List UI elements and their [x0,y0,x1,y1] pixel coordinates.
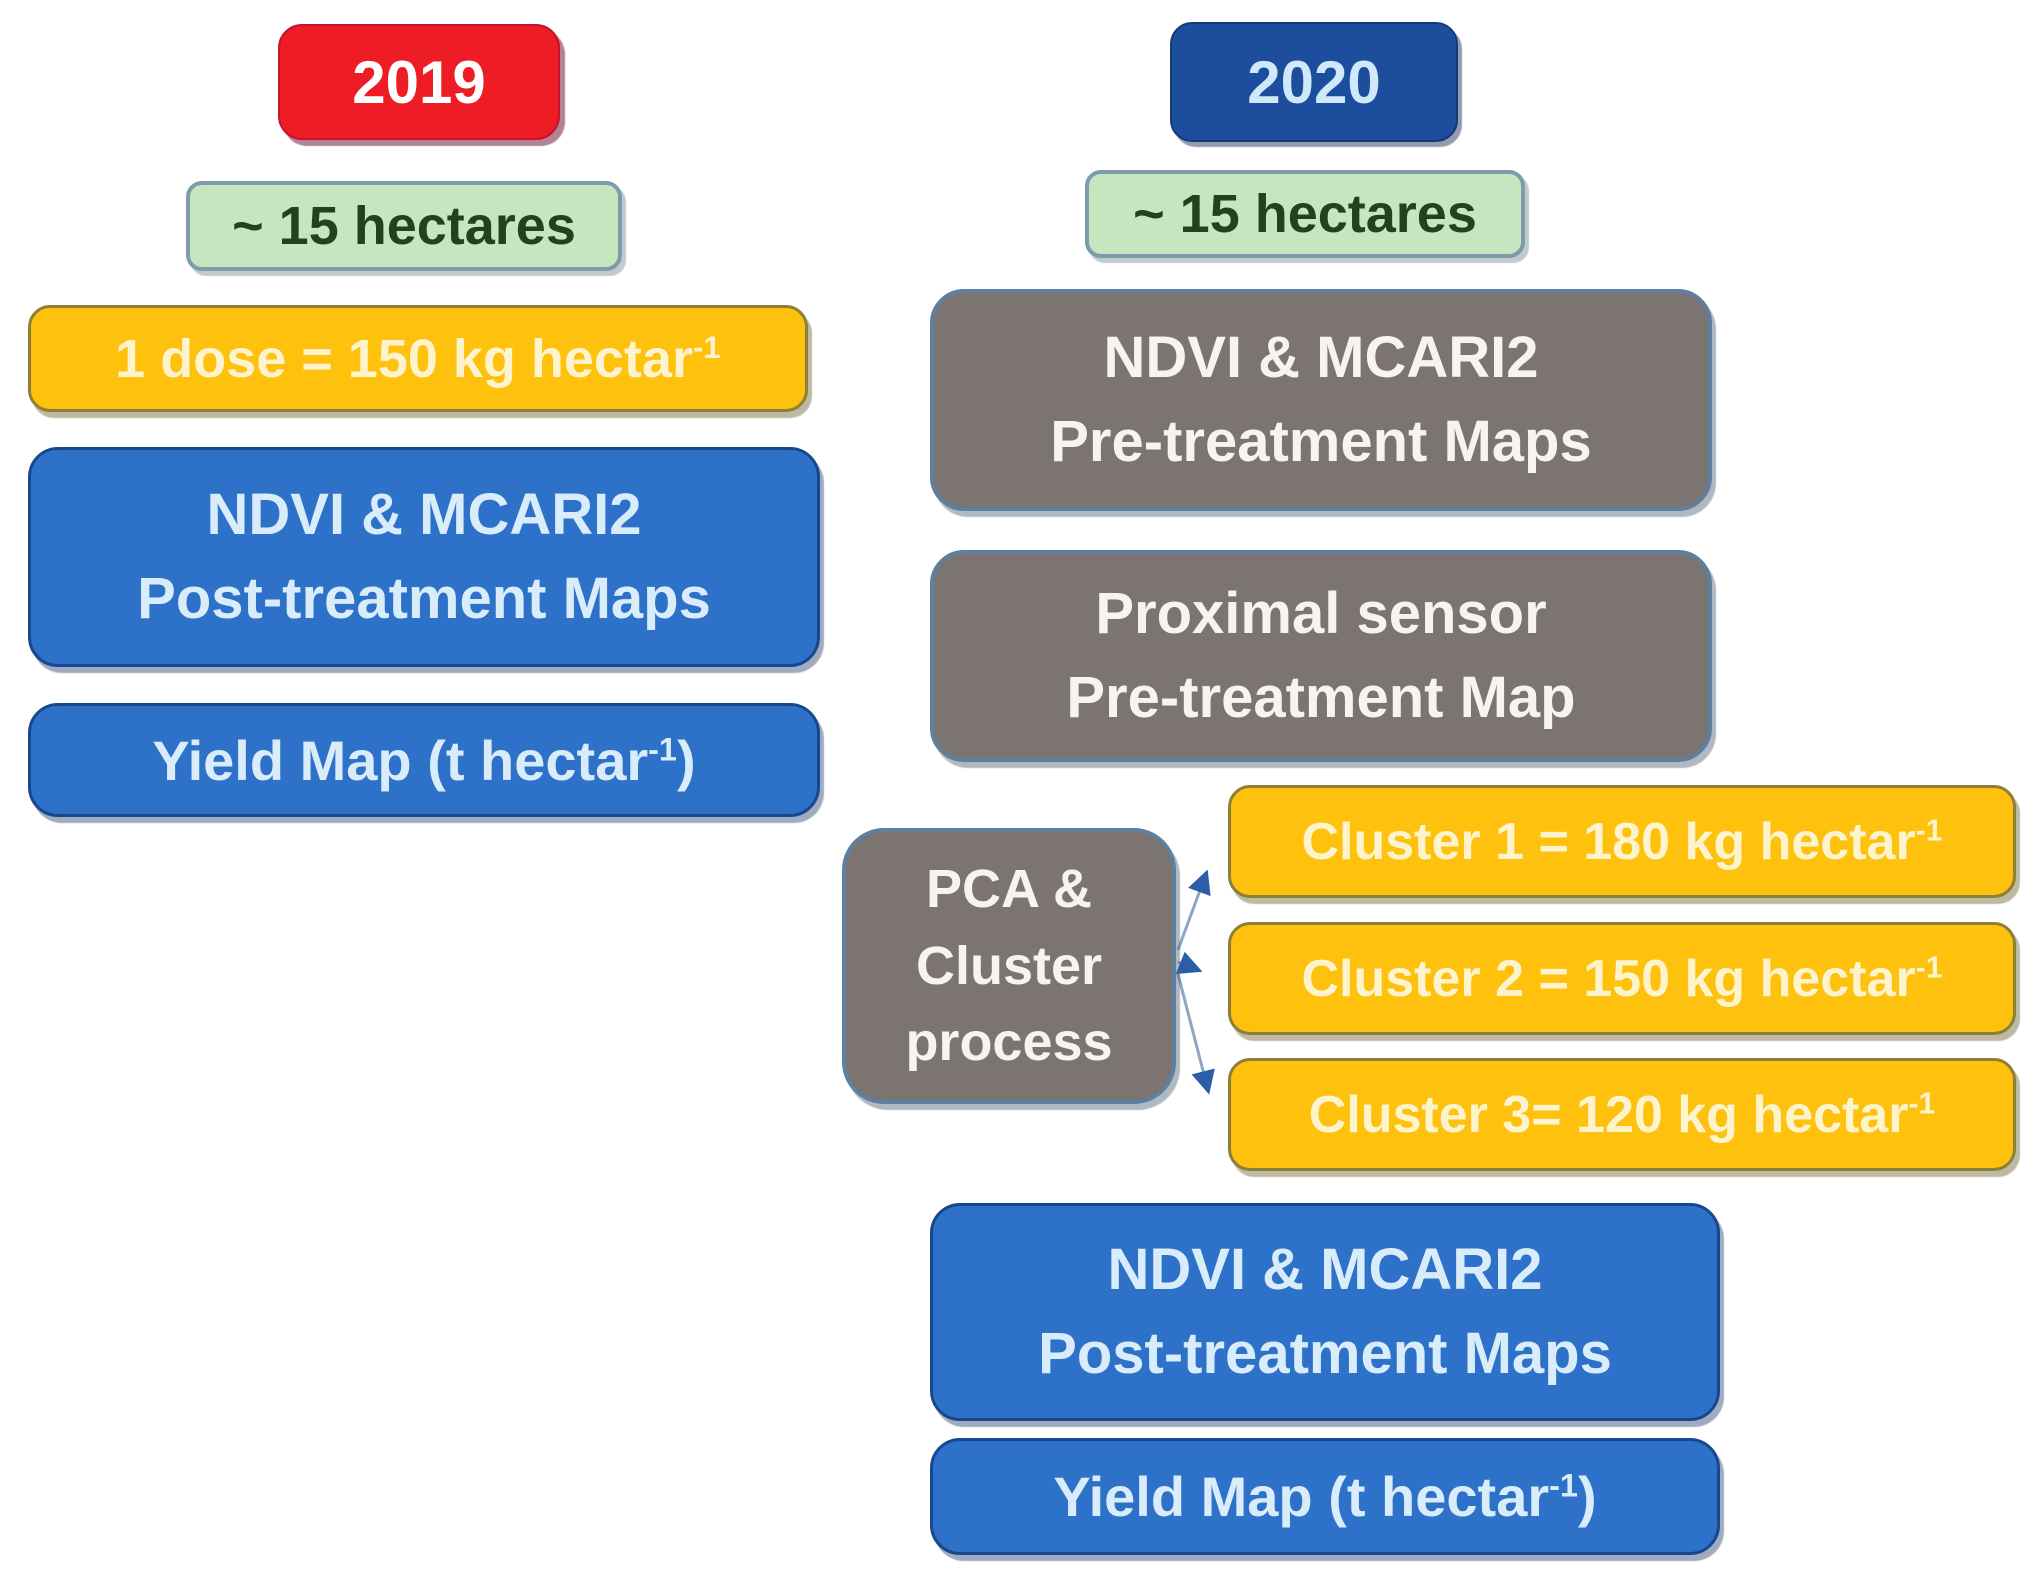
ndvi-post-2019-box: NDVI & MCARI2 Post-treatment Maps [28,447,820,667]
area-2019-label: ~ 15 hectares [232,196,576,256]
ndvi-post-2019-line2: Post-treatment Maps [137,566,711,631]
yield-map-2019-box: Yield Map (t hectar-1) [28,703,820,817]
yield-map-2020-box: Yield Map (t hectar-1) [930,1438,1720,1555]
dose-2019-text: 1 dose = 150 kg hectar [115,328,693,389]
ndvi-post-2019-line1: NDVI & MCARI2 [206,481,642,547]
yield-map-2020-text: Yield Map (t hectar [1053,1465,1550,1528]
year-2019-label: 2019 [352,48,486,116]
yield-map-2020-superscript: -1 [1549,1467,1578,1504]
pca-line1: PCA & [925,858,1092,919]
year-2020-box: 2020 [1170,22,1458,142]
area-2020-box: ~ 15 hectares [1085,170,1525,258]
cluster-3-box: Cluster 3= 120 kg hectar-1 [1228,1058,2016,1171]
proximal-sensor-box: Proximal sensor Pre-treatment Map [930,550,1712,762]
proximal-sensor-line2: Pre-treatment Map [1066,665,1576,730]
cluster-3-text: Cluster 3= 120 kg hectar [1308,1085,1909,1144]
yield-map-2019-superscript: -1 [648,730,677,767]
cluster-2-label: Cluster 2 = 150 kg hectar-1 [1301,949,1942,1009]
cluster-1-superscript: -1 [1915,814,1943,848]
area-2020-label: ~ 15 hectares [1133,184,1477,244]
ndvi-post-2020-line1: NDVI & MCARI2 [1107,1236,1543,1302]
yield-map-2019-label: Yield Map (t hectar-1) [152,728,695,793]
dose-2019-box: 1 dose = 150 kg hectar-1 [28,305,808,412]
cluster-2-text: Cluster 2 = 150 kg hectar [1301,949,1916,1008]
pca-cluster-process-box: PCA & Cluster process [842,828,1176,1104]
cluster-2-superscript: -1 [1915,951,1943,985]
dose-2019-label: 1 dose = 150 kg hectar-1 [115,328,721,390]
ndvi-post-2020-line2: Post-treatment Maps [1038,1321,1612,1386]
year-2020-label: 2020 [1247,48,1381,116]
yield-map-2020-close-paren: ) [1578,1465,1597,1528]
proximal-sensor-line1: Proximal sensor [1095,580,1547,646]
ndvi-pre-2020-line2: Pre-treatment Maps [1050,409,1592,474]
cluster-3-label: Cluster 3= 120 kg hectar-1 [1309,1085,1936,1145]
year-2019-box: 2019 [278,24,560,140]
cluster-1-text: Cluster 1 = 180 kg hectar [1301,812,1916,871]
pca-line2: Cluster [915,935,1103,996]
ndvi-pre-2020-box: NDVI & MCARI2 Pre-treatment Maps [930,289,1712,511]
cluster-3-superscript: -1 [1908,1087,1936,1121]
cluster-1-box: Cluster 1 = 180 kg hectar-1 [1228,785,2016,898]
dose-2019-superscript: -1 [692,329,721,365]
cluster-1-label: Cluster 1 = 180 kg hectar-1 [1301,812,1942,872]
ndvi-post-2020-box: NDVI & MCARI2 Post-treatment Maps [930,1203,1720,1421]
ndvi-pre-2020-line1: NDVI & MCARI2 [1103,324,1539,390]
cluster-2-box: Cluster 2 = 150 kg hectar-1 [1228,922,2016,1035]
pca-to-cluster3-arrow [1176,973,1215,1095]
yield-map-2019-close-paren: ) [677,728,696,792]
yield-map-2019-text: Yield Map (t hectar [152,728,649,792]
pca-to-cluster2-arrow [1175,951,1203,975]
area-2019-box: ~ 15 hectares [186,181,622,271]
pca-line3: process [905,1012,1113,1073]
yield-map-2020-label: Yield Map (t hectar-1) [1053,1464,1596,1529]
pca-to-cluster1-arrow [1176,869,1211,951]
